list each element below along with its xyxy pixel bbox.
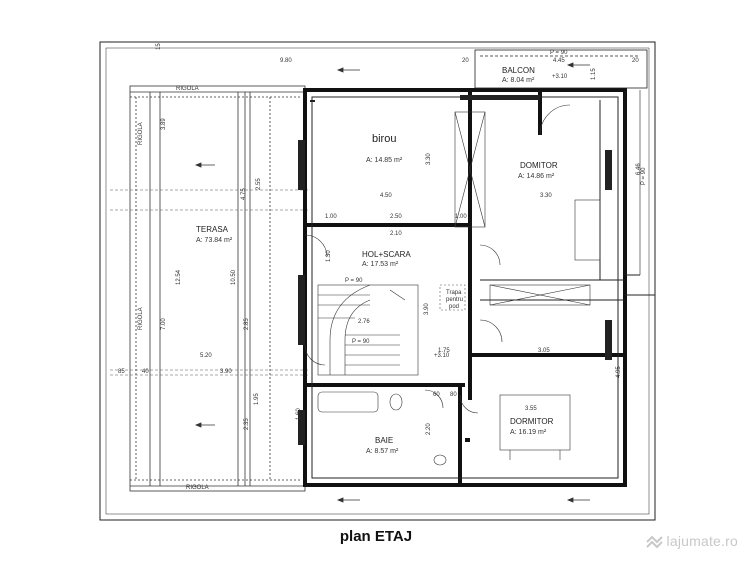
dim-1050: 10.50: [231, 269, 237, 285]
room-area-dormitor2: A: 16.19 m²: [510, 429, 547, 436]
dim-285: 2.85: [244, 318, 250, 330]
dim-130: 1.30: [326, 250, 332, 262]
bathroom-fixtures: [317, 391, 447, 466]
label-trapa2: pentru: [446, 297, 463, 303]
dim-646: 6.46: [636, 163, 642, 175]
bed: [499, 199, 601, 460]
dim-15a: 15: [156, 43, 162, 50]
dim-60: 60: [433, 392, 440, 398]
label-rigola-top: RIGOLA: [176, 86, 199, 92]
label-trapa3: pod: [449, 304, 459, 310]
level-hol: +3.10: [434, 353, 450, 359]
watermark: lajumate.ro: [645, 533, 738, 549]
terrace-dim-lines: [110, 189, 310, 376]
label-p90-4: P = 90: [641, 167, 647, 185]
staircase: [317, 284, 419, 376]
slope-arrows: [194, 62, 590, 503]
dim-330a: 3.30: [540, 193, 552, 199]
dim-1254: 12.54: [176, 269, 182, 285]
dim-20b: 20: [632, 58, 639, 64]
dim-495: 4.95: [616, 366, 622, 378]
balcony-outline: [474, 49, 648, 275]
dim-175: 1.75: [438, 348, 450, 354]
dim-390: 3.90: [220, 369, 232, 375]
label-p90-1: P = 90: [550, 50, 568, 56]
label-rigola-left2: RIGOLA: [138, 307, 144, 330]
column-markers: [298, 95, 612, 445]
dim-475: 4.75: [241, 188, 247, 200]
dim-355: 3.55: [525, 406, 537, 412]
label-rigola-bottom: RIGOLA: [186, 485, 209, 491]
room-name-dormitor1: DOMITOR: [520, 161, 558, 170]
dim-100b: 1.00: [455, 214, 467, 220]
dim-390b: 3.90: [424, 303, 430, 315]
dim-276: 2.76: [358, 319, 370, 325]
label-rigola-left: RIGOLA: [138, 122, 144, 145]
dim-85: 85: [118, 369, 125, 375]
room-name-hol: HOL+SCARA: [362, 250, 411, 259]
outer-boundary: [99, 41, 656, 521]
dim-160: 1.60: [296, 408, 302, 420]
room-area-birou: A: 14.85 m²: [366, 157, 403, 164]
label-p90-2: P = 90: [345, 278, 363, 284]
dim-210: 2.10: [390, 231, 402, 237]
dim-305: 3.05: [538, 348, 550, 354]
dim-20a: 20: [462, 58, 469, 64]
room-area-balcon: A: 8.04 m²: [502, 77, 535, 84]
level-balcon: +3.10: [552, 74, 568, 80]
dim-980: 9.80: [280, 58, 292, 64]
plan-caption: plan ETAJ: [339, 528, 413, 545]
room-area-terasa: A: 73.84 m²: [196, 237, 233, 244]
dim-450: 4.50: [380, 193, 392, 199]
room-name-dormitor2: DORMITOR: [510, 417, 554, 426]
room-name-birou: birou: [372, 133, 396, 145]
room-area-hol: A: 17.53 m²: [362, 261, 399, 268]
dim-389: 3.89: [161, 118, 167, 130]
dim-40: 40: [142, 369, 149, 375]
dim-250: 2.50: [390, 214, 402, 220]
room-name-baie: BAIE: [375, 436, 393, 445]
dim-255: 2.55: [256, 178, 262, 190]
dim-80: 80: [450, 392, 457, 398]
room-name-terasa: TERASA: [196, 225, 229, 234]
doors: [304, 104, 571, 414]
dim-100a: 1.00: [325, 214, 337, 220]
dim-115: 1.15: [591, 68, 597, 80]
dim-220: 2.20: [426, 423, 432, 435]
wardrobes: [454, 111, 591, 306]
label-p90-3: P = 90: [352, 339, 370, 345]
dim-330b: 3.30: [426, 153, 432, 165]
room-name-balcon: BALCON: [502, 66, 535, 75]
dim-700: 7.00: [161, 318, 167, 330]
room-area-dormitor1: A: 14.86 m²: [518, 173, 555, 180]
dim-520: 5.20: [200, 353, 212, 359]
label-trapa: Trapa: [446, 290, 462, 296]
watermark-text: lajumate.ro: [666, 533, 738, 549]
dim-445: 4.45: [553, 58, 565, 64]
dim-235: 2.35: [244, 418, 250, 430]
lajumate-logo-icon: [645, 535, 663, 549]
dim-195: 1.95: [254, 393, 260, 405]
room-area-baie: A: 8.57 m²: [366, 448, 399, 455]
terrace-outline: [129, 85, 306, 492]
attic-trapdoor: [439, 284, 466, 311]
